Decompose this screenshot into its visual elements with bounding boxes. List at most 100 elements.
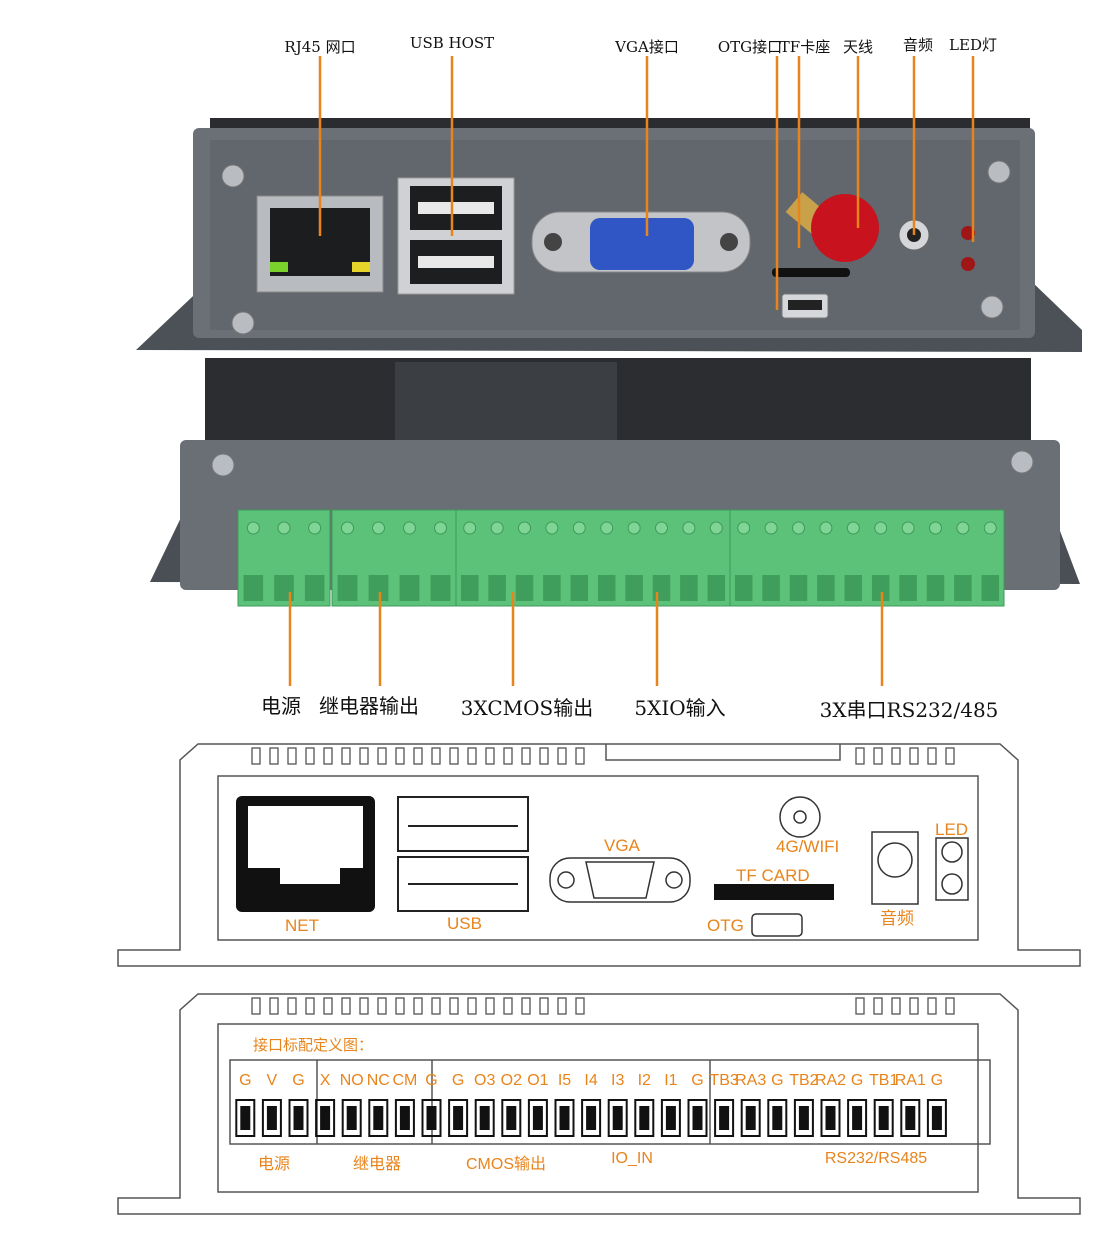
led-1 bbox=[961, 226, 975, 240]
drawing-vga-label: VGA bbox=[604, 836, 640, 855]
label-power: 电源 bbox=[261, 694, 301, 718]
pin-hole bbox=[772, 1106, 783, 1130]
terminal-screw bbox=[901, 521, 915, 535]
drawing-usb-label: USB bbox=[447, 914, 482, 933]
screw bbox=[987, 160, 1011, 184]
terminal-hole bbox=[817, 575, 835, 601]
pin-box bbox=[847, 1099, 868, 1137]
fin-tick bbox=[557, 747, 567, 765]
pin-label: G bbox=[930, 1072, 944, 1089]
usb-port-drawing bbox=[397, 796, 529, 912]
pin-box bbox=[767, 1099, 788, 1137]
fin-tick bbox=[269, 997, 279, 1015]
pin-label: I5 bbox=[557, 1072, 572, 1089]
fin-tick bbox=[539, 997, 549, 1015]
pin-hole bbox=[320, 1106, 331, 1130]
terminal-screw bbox=[737, 521, 751, 535]
terminal-hole bbox=[304, 575, 325, 601]
pin-label: O3 bbox=[474, 1072, 496, 1089]
pin-hole bbox=[426, 1106, 437, 1130]
pin-label: TB2 bbox=[789, 1072, 819, 1089]
fin-tick bbox=[891, 747, 901, 765]
fin-tick bbox=[855, 747, 865, 765]
pin-label: G bbox=[771, 1072, 784, 1089]
wifi-antenna-drawing bbox=[779, 796, 821, 838]
pin-hole bbox=[692, 1106, 703, 1130]
pin-label: G bbox=[451, 1072, 465, 1089]
fin-tick bbox=[341, 747, 351, 765]
pin-box bbox=[687, 1099, 708, 1137]
fin-tick bbox=[395, 997, 405, 1015]
screw bbox=[980, 295, 1004, 319]
group-cmos: CMOS输出 bbox=[465, 1156, 547, 1173]
pin-label: I4 bbox=[584, 1072, 598, 1089]
fin-tick bbox=[251, 997, 261, 1015]
terminal-screw bbox=[819, 521, 833, 535]
pin-box bbox=[527, 1099, 548, 1137]
terminal-screw bbox=[372, 521, 385, 535]
fin-tick bbox=[557, 997, 567, 1015]
pin-label: G bbox=[850, 1072, 864, 1089]
terminal-screw bbox=[709, 521, 723, 535]
pin-box bbox=[261, 1099, 282, 1137]
leader-lines-mid bbox=[288, 592, 884, 686]
fin-tick bbox=[305, 997, 315, 1015]
group-rs: RS232/RS485 bbox=[824, 1150, 928, 1167]
terminal-hole bbox=[707, 575, 726, 601]
pin-box bbox=[394, 1099, 415, 1137]
fin-tick bbox=[539, 747, 549, 765]
fin-tick bbox=[503, 747, 513, 765]
terminal-hole bbox=[399, 575, 420, 601]
drawing-otg-label: OTG bbox=[707, 916, 744, 935]
fin-tick bbox=[449, 747, 459, 765]
label-antenna: 天线 bbox=[842, 38, 874, 56]
pin-hole bbox=[665, 1106, 676, 1130]
terminal-hole bbox=[954, 575, 972, 601]
antenna-connector bbox=[785, 192, 879, 262]
label-cmos: 3XCMOS输出 bbox=[460, 696, 594, 720]
fin-tick bbox=[485, 997, 495, 1015]
fin-tick bbox=[449, 997, 459, 1015]
label-audio: 音频 bbox=[902, 36, 934, 54]
label-rj45: RJ45 网口 bbox=[284, 38, 356, 56]
pin-label: G bbox=[239, 1072, 252, 1089]
pin-hole bbox=[373, 1106, 384, 1130]
pin-hole bbox=[878, 1106, 889, 1130]
pin-hole bbox=[798, 1106, 809, 1130]
fin-tick bbox=[413, 997, 423, 1015]
fin-tick bbox=[377, 997, 387, 1015]
pin-box bbox=[554, 1099, 575, 1137]
pin-hole bbox=[931, 1106, 942, 1130]
pin-box bbox=[634, 1099, 655, 1137]
terminal-screw bbox=[572, 521, 586, 535]
fin-tick bbox=[945, 747, 955, 765]
terminal-hole bbox=[430, 575, 451, 601]
tf-slot bbox=[772, 268, 850, 277]
pin-hole bbox=[266, 1106, 277, 1130]
pin-box bbox=[714, 1099, 735, 1137]
pin-label: O2 bbox=[500, 1072, 522, 1089]
pin-hole bbox=[825, 1106, 836, 1130]
terminal-screw bbox=[246, 521, 260, 535]
fin-tick bbox=[873, 997, 883, 1015]
fin-tick bbox=[873, 747, 883, 765]
pin-hole bbox=[532, 1106, 543, 1130]
drawing-audio-label: 音频 bbox=[880, 909, 914, 928]
pin-hole bbox=[453, 1106, 464, 1130]
led-2 bbox=[961, 257, 975, 271]
terminal-hole bbox=[488, 575, 506, 601]
terminal-screw bbox=[874, 521, 888, 535]
fin-tick bbox=[305, 747, 315, 765]
group-relay: 继电器 bbox=[352, 1156, 402, 1173]
terminal-screw bbox=[403, 521, 416, 535]
pin-label: TB3 bbox=[709, 1072, 739, 1089]
tf-card-slot-drawing bbox=[714, 884, 834, 900]
terminal-screw bbox=[545, 521, 559, 535]
drawing-wifi-label: 4G/WIFI bbox=[776, 837, 840, 856]
terminal-screw bbox=[434, 521, 447, 535]
fin-tick bbox=[377, 747, 387, 765]
pin-box bbox=[873, 1099, 894, 1137]
terminal-screw bbox=[764, 521, 778, 535]
pin-box bbox=[235, 1099, 256, 1137]
